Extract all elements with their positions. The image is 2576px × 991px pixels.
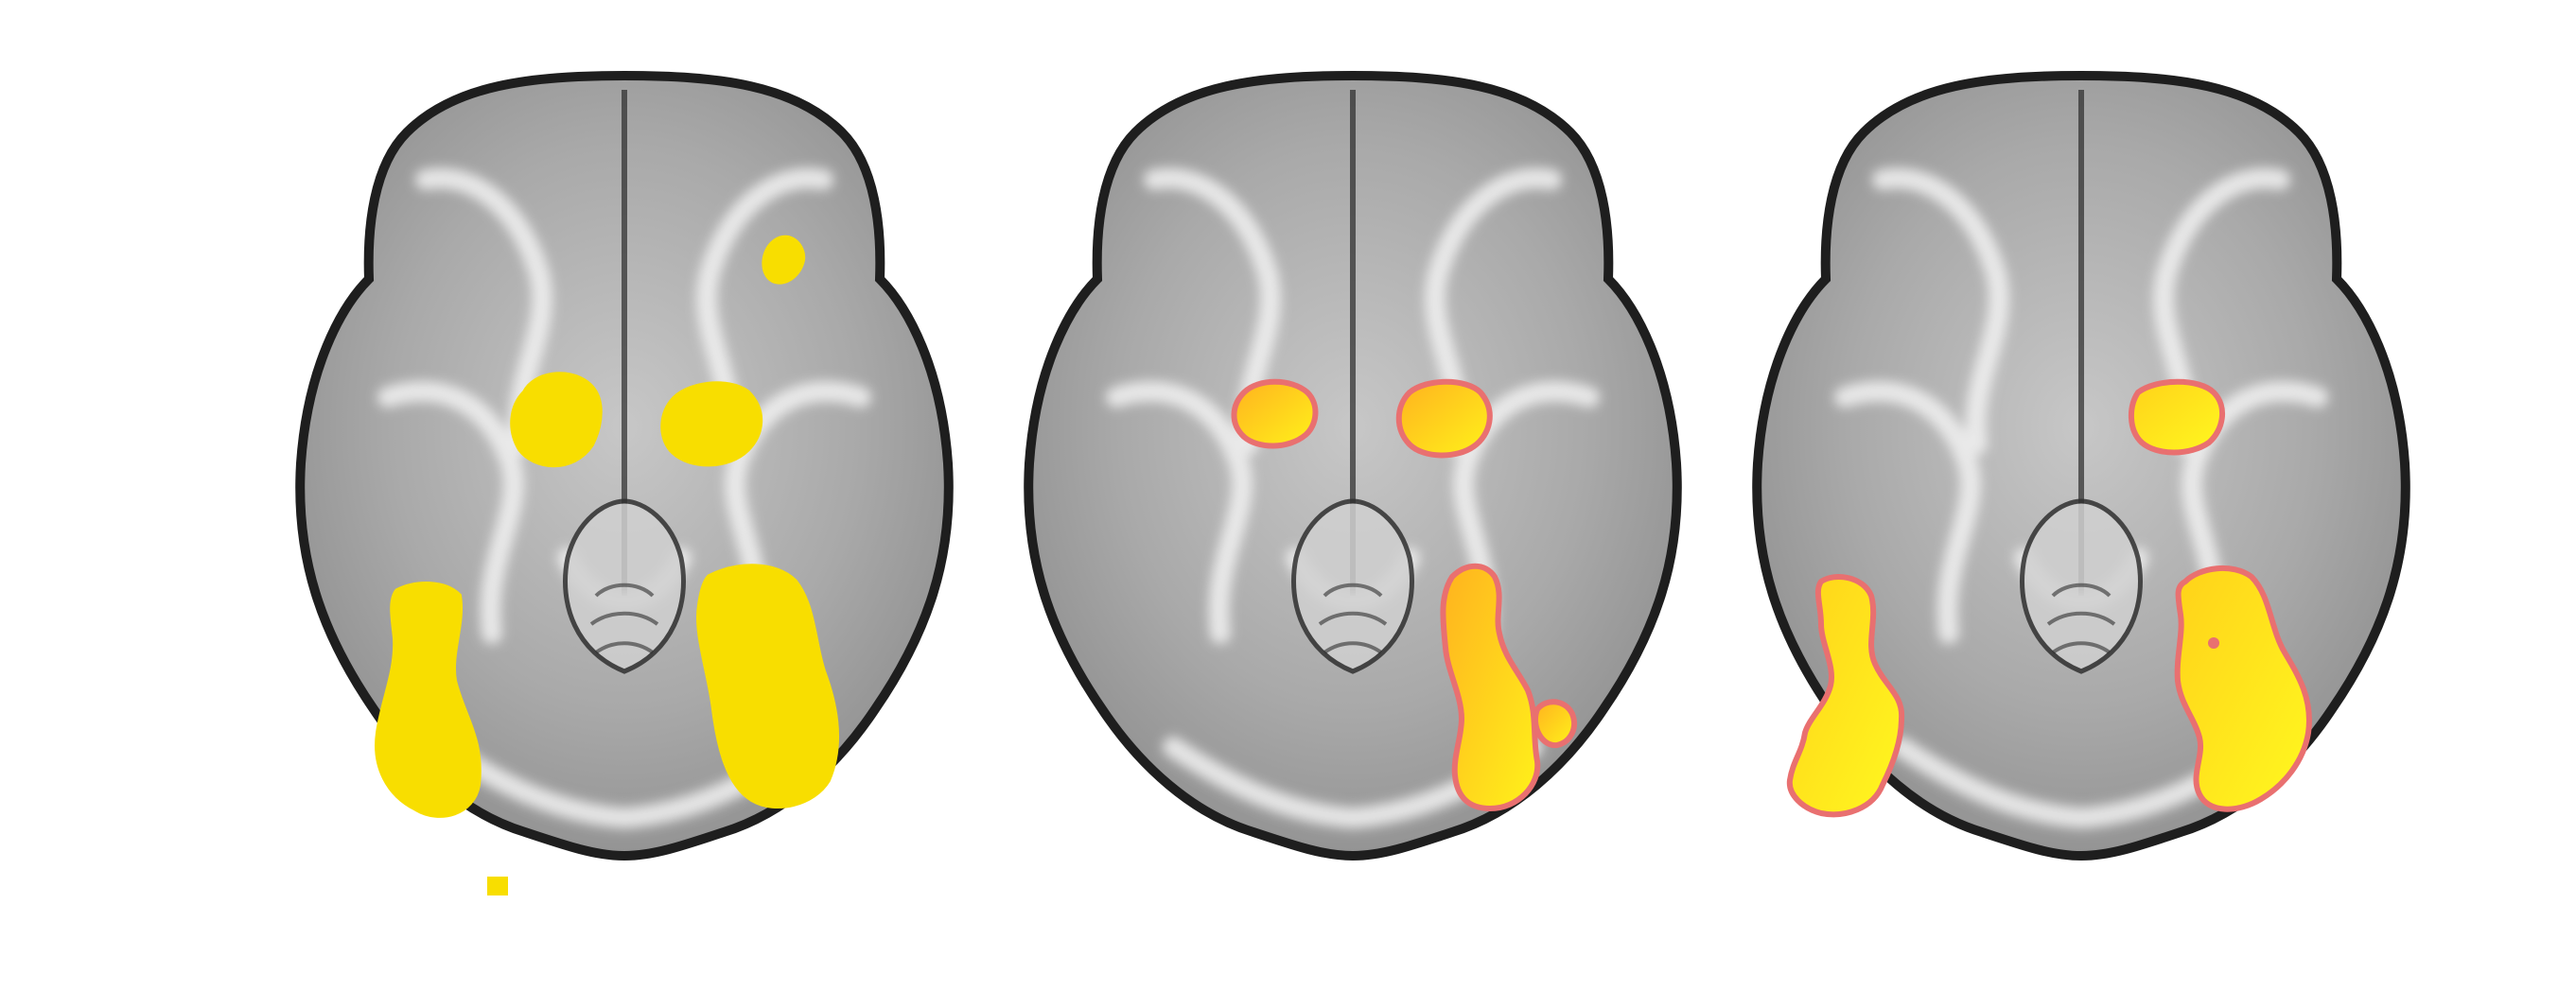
activation-blob xyxy=(696,564,840,809)
activation-blob xyxy=(2129,378,2226,456)
brain-slice-image xyxy=(1024,70,1682,861)
activation-blob xyxy=(1786,574,1905,818)
activation-blob xyxy=(375,582,482,818)
activation-blob xyxy=(1440,563,1541,812)
activation-blob xyxy=(487,877,508,895)
activation-blob xyxy=(510,372,603,468)
brain-slice-image xyxy=(1752,70,2410,861)
brain-slice-panel-3 xyxy=(1741,66,2422,898)
brain-slice-panel-2 xyxy=(1012,66,1693,898)
activation-blob xyxy=(762,235,806,285)
activation-blob xyxy=(2174,565,2312,812)
activation-blob xyxy=(1395,378,1493,459)
activation-blob xyxy=(1533,699,1577,749)
brain-slice-panel-1 xyxy=(284,66,965,898)
activation-blob xyxy=(1231,378,1319,449)
activation-blob xyxy=(660,381,763,467)
brain-slice-image xyxy=(295,70,954,895)
